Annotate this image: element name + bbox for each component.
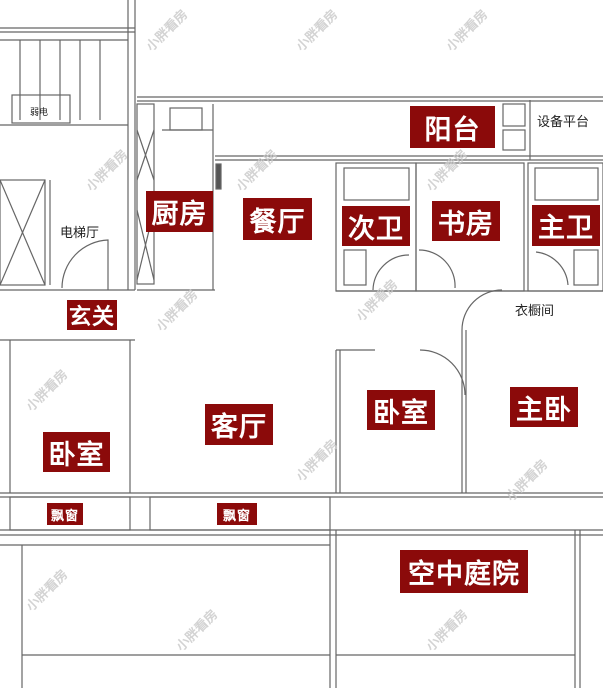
second-bath-label: 次卫	[342, 206, 410, 246]
living-room-label: 客厅	[205, 404, 273, 445]
equipment-platform-label: 设备平台	[537, 115, 590, 130]
bedroom-right-label: 卧室	[367, 390, 435, 430]
weak-current-label: 弱电	[30, 108, 49, 118]
kitchen-label: 厨房	[146, 191, 213, 232]
bay-window-center-label: 飘窗	[217, 503, 257, 525]
study-label: 书房	[432, 201, 500, 241]
master-bath-label: 主卫	[532, 205, 600, 246]
bedroom-left-label: 卧室	[43, 432, 110, 472]
master-bedroom-label: 主卧	[510, 387, 578, 427]
closet-label: 衣橱间	[515, 304, 555, 319]
foyer-label: 玄关	[67, 300, 117, 330]
bay-window-left-label: 飘窗	[47, 503, 83, 525]
dining-label: 餐厅	[243, 198, 312, 240]
elevator-hall-label: 电梯厅	[60, 226, 100, 241]
sky-garden-label: 空中庭院	[400, 550, 528, 593]
balcony-label: 阳台	[410, 106, 495, 148]
